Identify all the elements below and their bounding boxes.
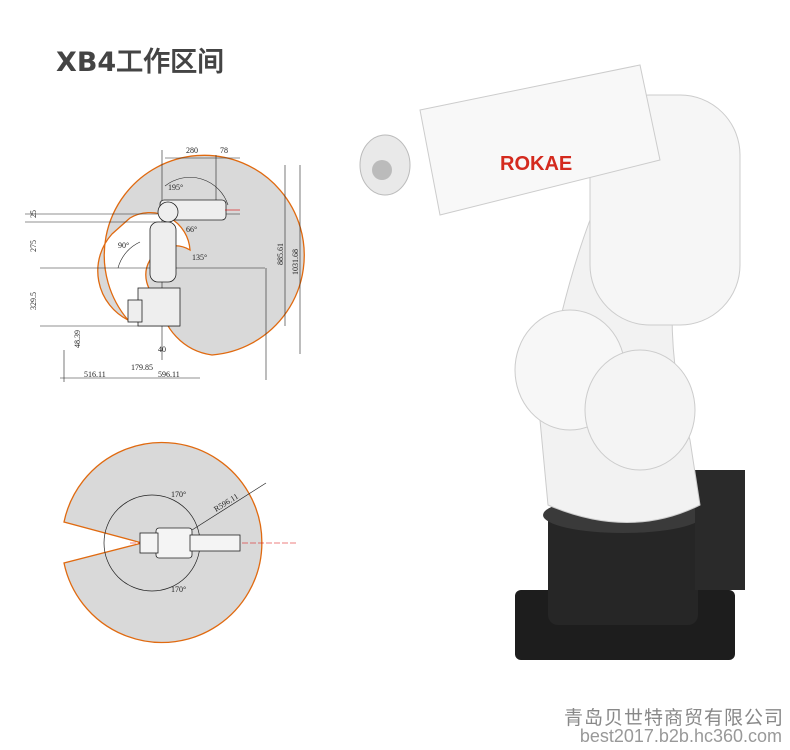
robot-top-outline (139, 527, 241, 559)
watermark-company: 青岛贝世特商贸有限公司 (563, 707, 784, 729)
dim-label: 25 (29, 210, 38, 218)
watermark-site: best2017.b2b.hc360.com (579, 726, 782, 746)
angle-label: 90° (118, 241, 129, 250)
dim-label: 280 (186, 146, 198, 155)
angle-label: 66° (186, 225, 197, 234)
dim-label: 1031.68 (291, 249, 300, 275)
side-envelope (97, 154, 305, 356)
robot-image: ROKAE (359, 64, 745, 660)
robot-side-outline (127, 199, 227, 327)
dim-label: 78 (220, 146, 228, 155)
dim-label: 275 (29, 240, 38, 252)
side-view-diagram: 280 78 25 275 329.5 885.61 1031.68 48.39… (25, 146, 305, 382)
dim-label: 516.11 (84, 370, 106, 379)
page-title: XB4工作区间 (56, 47, 225, 78)
dim-label: 885.61 (276, 243, 285, 265)
top-view-diagram: 170° 170° R596.11 (63, 441, 296, 644)
dim-label: 48.39 (73, 330, 82, 348)
angle-label: 135° (192, 253, 207, 262)
dim-label: 596.11 (158, 370, 180, 379)
rokae-logo: ROKAE (500, 153, 572, 175)
angle-label: 170° (171, 490, 186, 499)
angle-label: 195° (168, 183, 183, 192)
dim-label: 40 (158, 345, 166, 354)
dim-label: 329.5 (29, 292, 38, 310)
dim-label: 179.85 (131, 363, 153, 372)
angle-label: 170° (171, 585, 186, 594)
